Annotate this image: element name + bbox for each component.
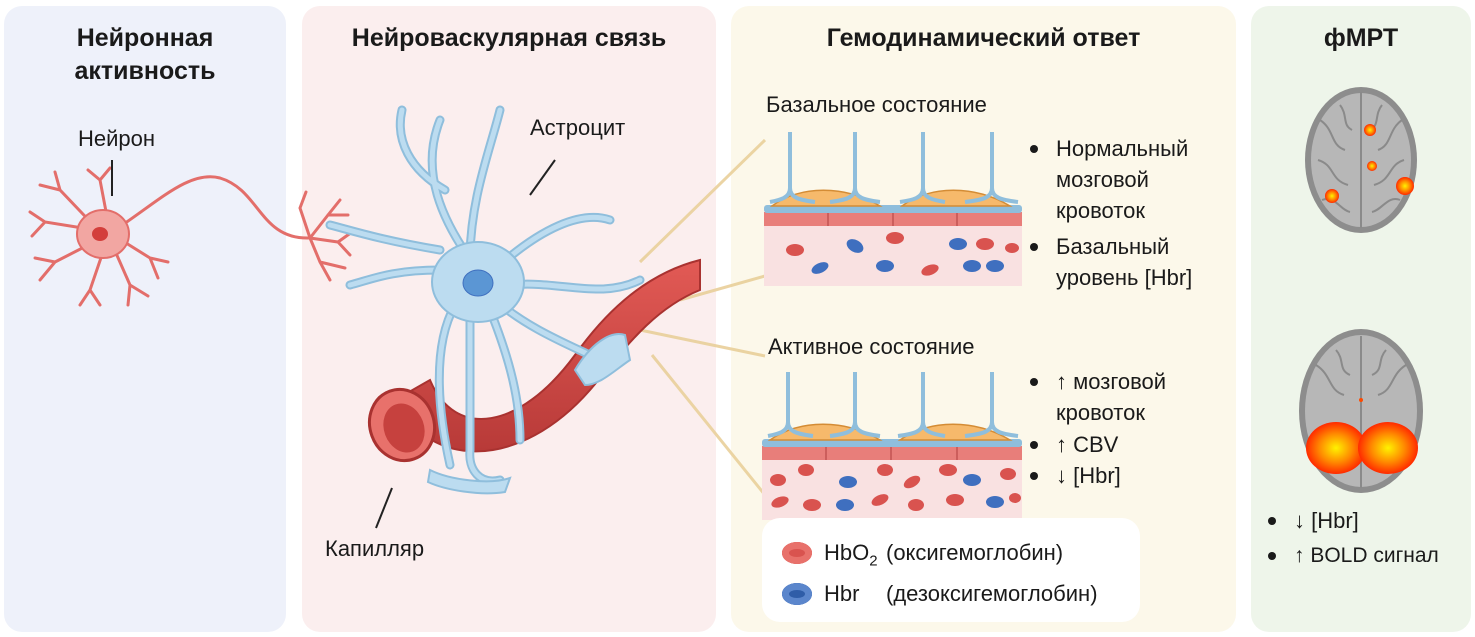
active-tissue-inset [762, 372, 1022, 520]
neural-activity-title: Нейронная активность [14, 22, 276, 88]
legend-hbr-description: (дезоксигемоглобин) [886, 581, 1098, 606]
baseline-tissue-inset [764, 132, 1022, 286]
active-bullet-hbr-text: ↓ [Hbr] [1056, 463, 1121, 488]
neural-activity-title-line2: активность [74, 57, 216, 85]
active-bullet-flow-line2: кровоток [1056, 400, 1145, 425]
astrocyte-pointer [529, 159, 556, 196]
active-bullet-flow-line1: ↑ мозговой [1056, 369, 1167, 394]
neural-activity-panel [4, 6, 286, 632]
astrocyte-endfoot [573, 333, 632, 387]
fmri-title: фМРТ [1323, 24, 1399, 52]
baseline-bullet-flow-line2: мозговой [1056, 167, 1149, 192]
neuron-nucleus [92, 227, 108, 241]
neuron-label: Нейрон [78, 126, 156, 151]
fmri-bullet-bold-text: ↑ BOLD сигнал [1294, 544, 1439, 567]
baseline-bullet-hbr-line1: Базальный [1056, 234, 1170, 259]
astrocyte-endfoot-lower [426, 468, 512, 495]
oxy-cell-icon [782, 542, 812, 564]
fmri-brain-active [1299, 329, 1423, 493]
neurovascular-coupling-title: Нейроваскулярная связь [351, 24, 667, 52]
fmri-brain-baseline [1305, 87, 1417, 233]
baseline-bullet-flow-line1: Нормальный [1056, 136, 1189, 161]
active-bullet-cbv-text: ↑ CBV [1056, 432, 1119, 457]
active-state-label: Активное состояние [768, 334, 975, 359]
legend-hbo2-description: (оксигемоглобин) [886, 540, 1064, 565]
baseline-state-label: Базальное состояние [766, 92, 987, 117]
baseline-bullet-flow-line3: кровоток [1056, 198, 1145, 223]
capillary-graphic [368, 258, 701, 463]
fmri-bullet-hbr-text: ↓ [Hbr] [1294, 508, 1359, 533]
capillary-label: Капилляр [325, 536, 425, 561]
astrocyte-nucleus [462, 269, 494, 297]
legend-hbr-symbol: Hbr [824, 581, 860, 606]
zoom-lines [638, 138, 767, 496]
capillary-pointer [375, 487, 393, 529]
legend-hbo2-symbol: HbO2 [824, 540, 878, 570]
hemodynamic-response-title: Гемодинамический ответ [826, 24, 1141, 52]
astrocyte-label: Астроцит [530, 115, 626, 140]
baseline-bullet-hbr-line2: уровень [Hbr] [1056, 265, 1193, 290]
neuron-graphic [28, 166, 354, 307]
deoxy-cell-icon [782, 583, 812, 605]
neural-activity-title-line1: Нейронная [76, 24, 214, 52]
hemoglobin-legend: HbO2 (оксигемоглобин) Hbr (дезоксигемогл… [762, 518, 1140, 622]
